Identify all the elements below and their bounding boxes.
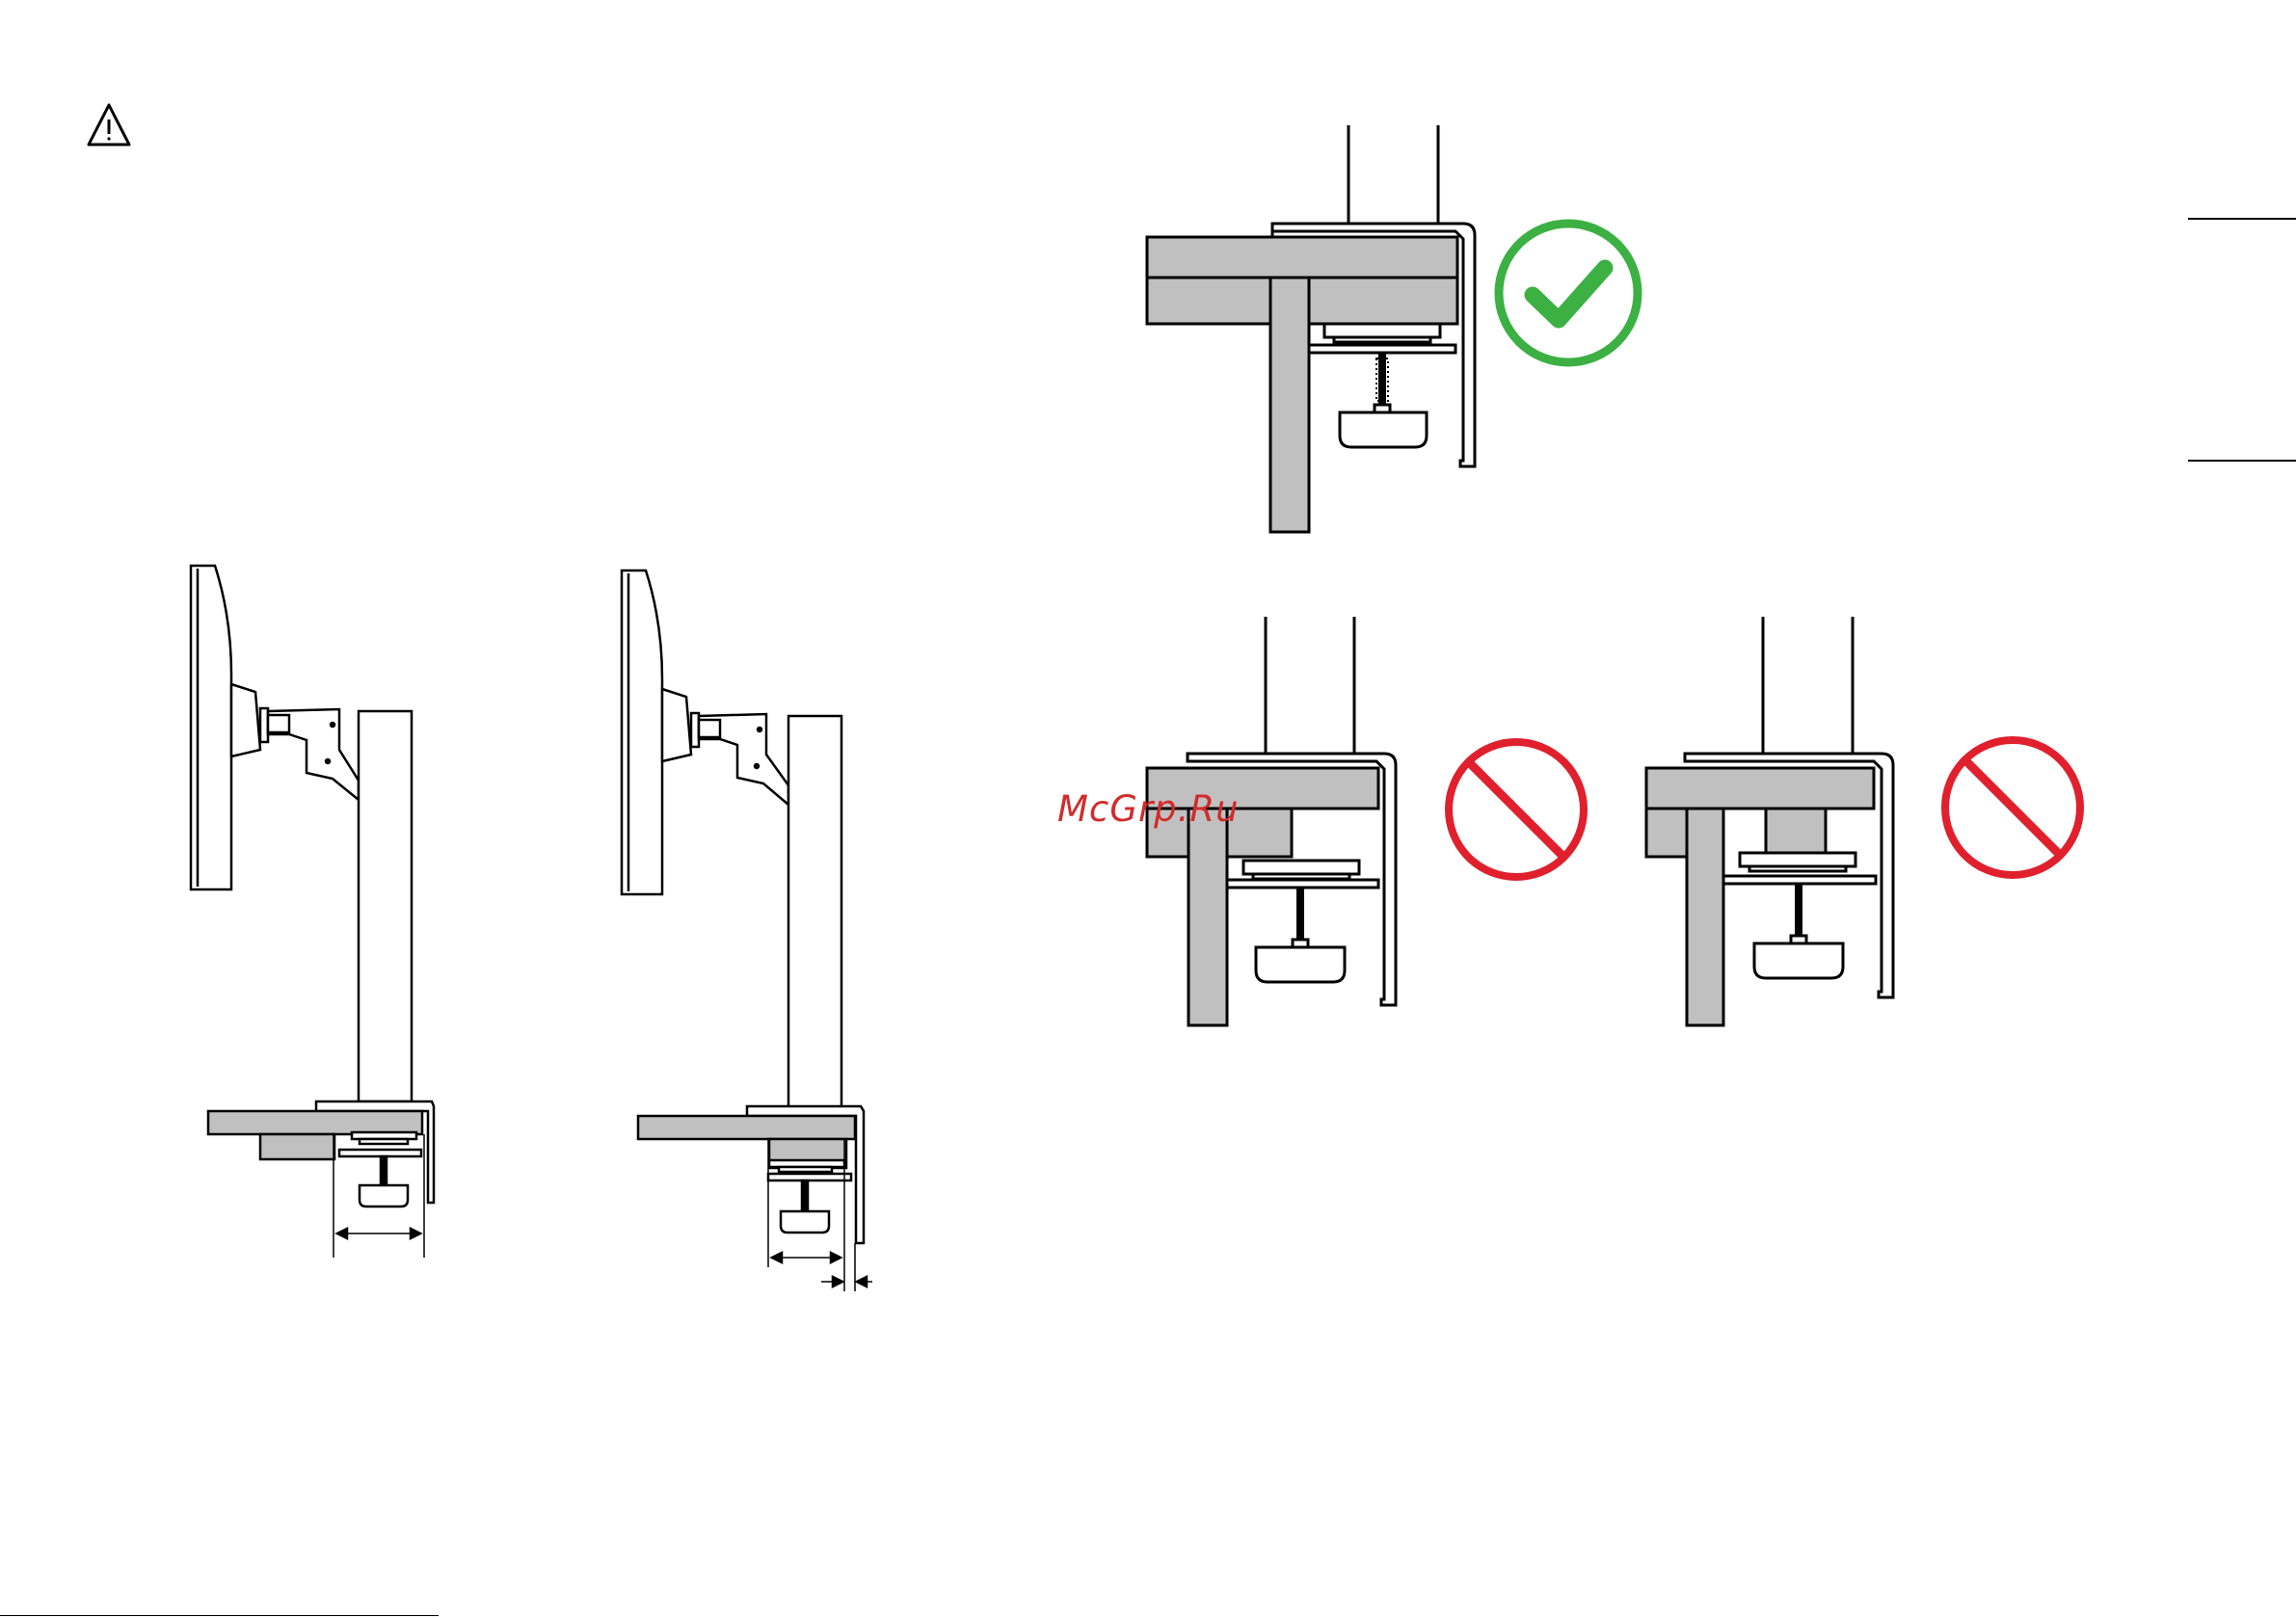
checkmark-icon: [1499, 224, 1638, 362]
watermark-text: McGrp.Ru: [1057, 788, 1240, 830]
warning-triangle-icon: [89, 105, 129, 145]
margin-rule-top: [2188, 218, 2296, 220]
monitor-side-view-2: [622, 570, 872, 1291]
prohibited-icon: [1945, 740, 2080, 875]
monitor-side-view-1: [191, 566, 434, 1258]
correct-mount-figure: [1147, 125, 1475, 532]
prohibited-icon: [1449, 742, 1584, 877]
footer-rule: [0, 1615, 439, 1616]
margin-rule-bottom: [2188, 460, 2296, 462]
wrong-mount-figure-2: [1646, 617, 1893, 1025]
